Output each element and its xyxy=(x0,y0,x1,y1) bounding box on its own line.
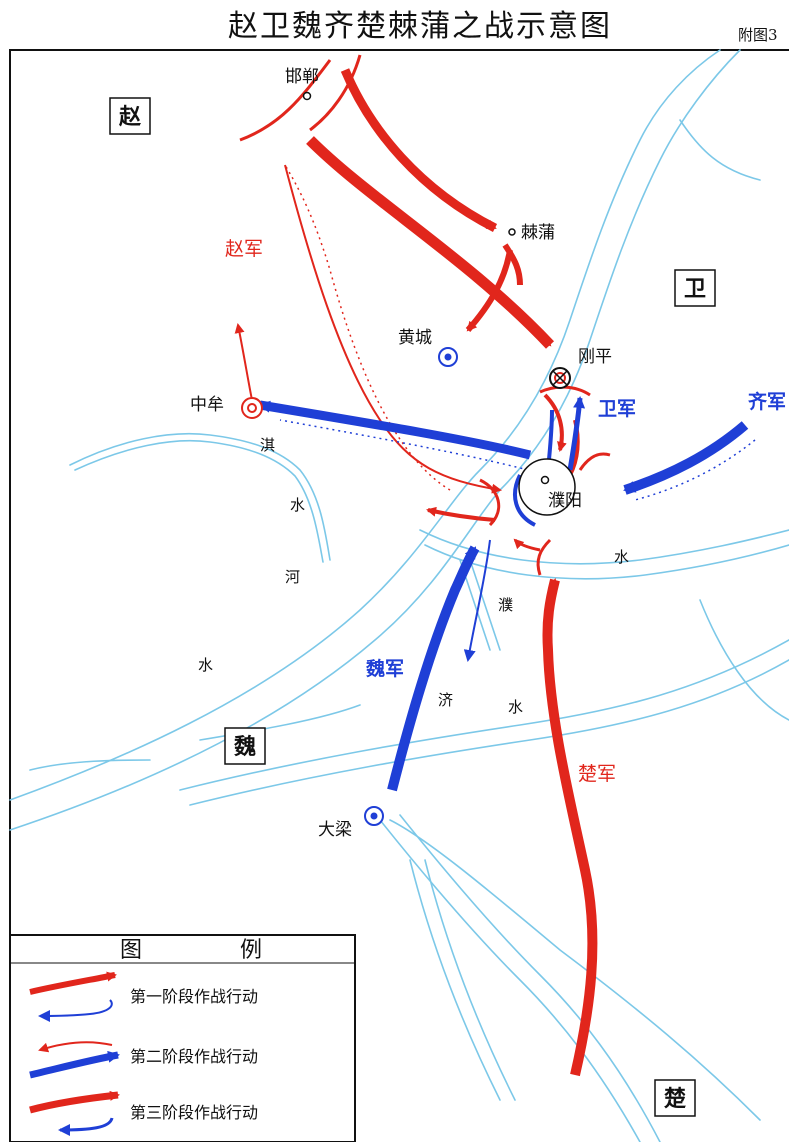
state-labels: 赵 卫 魏 楚 xyxy=(109,97,716,1117)
river-labels: 淇 水 河 水 水 濮 济 水 xyxy=(198,436,629,716)
state-wei-east: 卫 xyxy=(684,277,706,302)
label-puyang: 濮阳 xyxy=(548,491,582,511)
legend-phase1-red-arrow xyxy=(29,971,117,995)
puyang-marker xyxy=(540,475,550,485)
label-zhongmou: 中牟 xyxy=(190,395,224,415)
label-gangping: 刚平 xyxy=(578,347,612,367)
huangcheng-marker xyxy=(438,347,458,367)
label-qi-army: 齐军 xyxy=(748,390,786,413)
legend-title-b: 例 xyxy=(240,938,262,963)
handan-marker xyxy=(302,91,312,101)
legend-title-a: 图 xyxy=(120,938,142,963)
daliang-marker xyxy=(364,806,384,826)
legend-phase3-red-arrow xyxy=(29,1090,120,1114)
cities xyxy=(241,91,576,826)
figure-number: 附图3 xyxy=(738,26,778,44)
blue-army-routes xyxy=(258,396,756,792)
river-pu: 濮 xyxy=(498,596,513,614)
legend-phase2-blue-arrow xyxy=(29,1050,120,1079)
legend-phase1-blue-arrow xyxy=(38,999,113,1022)
state-chu: 楚 xyxy=(664,1087,686,1112)
label-zhao-army: 赵军 xyxy=(225,238,263,260)
river-ji: 济 xyxy=(438,691,453,709)
map-title: 赵卫魏齐楚棘蒲之战示意图 xyxy=(228,9,612,44)
label-handan: 邯郸 xyxy=(285,67,319,87)
label-daliang: 大梁 xyxy=(318,820,352,840)
label-jipu: 棘蒲 xyxy=(521,223,555,243)
river-qi-2: 水 xyxy=(290,496,305,514)
river-qi-3: 河 xyxy=(285,568,300,586)
puyang-ring xyxy=(518,458,576,516)
gangping-marker xyxy=(549,367,571,389)
army-labels: 赵军 卫军 齐军 魏军 楚军 xyxy=(225,238,786,785)
label-huangcheng: 黄城 xyxy=(398,328,432,348)
legend-phase3-blue-arrow xyxy=(58,1117,114,1136)
river-qi-1: 淇 xyxy=(260,436,275,454)
jipu-marker xyxy=(508,228,516,236)
legend: 图 例 第一阶段作战行动 第二阶段作战行动 第三阶段作战行动 xyxy=(9,934,356,1142)
label-wei-army-east: 卫军 xyxy=(598,398,636,420)
legend-phase2-red-arrow xyxy=(38,1041,113,1053)
zhongmou-marker xyxy=(241,397,263,419)
legend-item-3: 第三阶段作战行动 xyxy=(130,1103,258,1122)
label-wei-army: 魏军 xyxy=(365,657,404,680)
legend-item-2: 第二阶段作战行动 xyxy=(130,1047,258,1066)
state-zhao: 赵 xyxy=(118,104,142,130)
rivers xyxy=(9,49,789,1142)
city-labels: 邯郸 棘蒲 黄城 刚平 中牟 濮阳 大梁 xyxy=(190,67,612,840)
legend-item-1: 第一阶段作战行动 xyxy=(130,987,258,1006)
river-ji-shui: 水 xyxy=(508,698,523,716)
river-shui-left: 水 xyxy=(198,656,213,674)
label-chu-army: 楚军 xyxy=(578,763,616,785)
state-wei: 魏 xyxy=(233,734,256,760)
river-shui-right: 水 xyxy=(614,548,629,566)
